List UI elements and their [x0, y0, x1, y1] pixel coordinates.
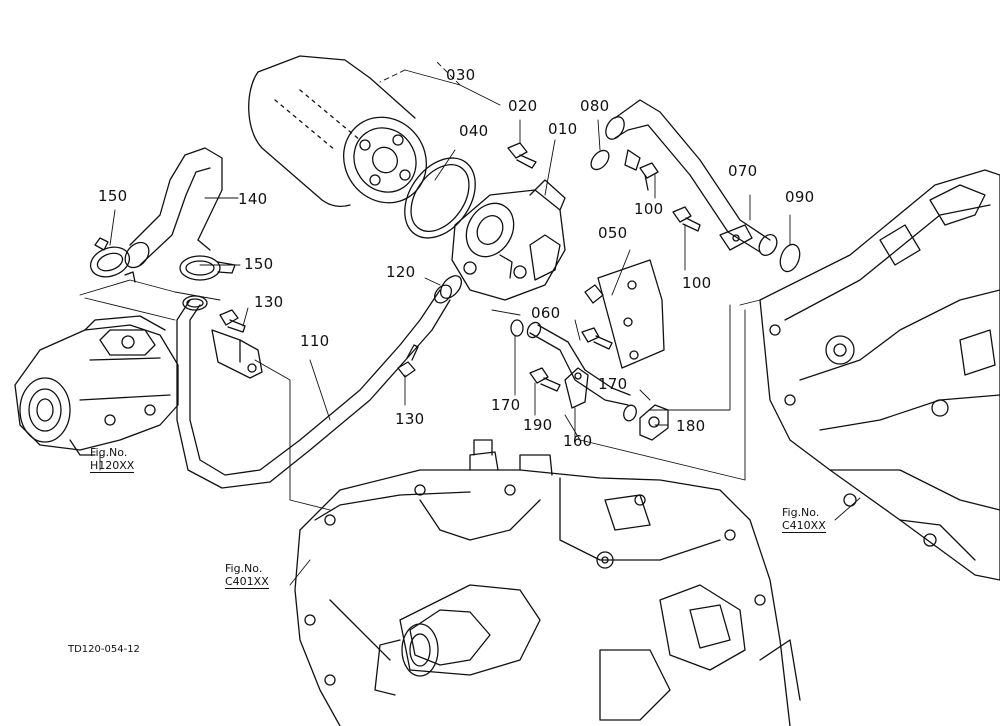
o-ring-120 — [439, 275, 463, 299]
figref-c410-code: C410XX — [782, 519, 826, 533]
oil-filter — [248, 55, 428, 207]
bolt-100-upper — [639, 162, 659, 191]
part-label-140[interactable]: 140 — [238, 190, 268, 208]
filter-gasket — [404, 157, 476, 239]
part-label-060[interactable]: 060 — [531, 304, 561, 322]
bolt-060 — [581, 327, 613, 350]
o-ring-080 — [590, 149, 610, 171]
hydraulic-pump — [14, 315, 179, 456]
mounting-plate — [584, 259, 665, 369]
part-label-010[interactable]: 010 — [548, 120, 578, 138]
leader-lines — [79, 59, 861, 586]
part-label-080[interactable]: 080 — [580, 97, 610, 115]
pipe-bracket — [211, 329, 263, 379]
part-label-180[interactable]: 180 — [676, 417, 706, 435]
figref-h120-label: Fig.No. — [90, 446, 128, 459]
figref-c410[interactable]: Fig.No. C410XX — [782, 506, 826, 533]
part-label-110[interactable]: 110 — [300, 332, 330, 350]
filter-head — [451, 179, 566, 301]
bolt-100-lower — [672, 206, 701, 232]
part-label-090[interactable]: 090 — [785, 188, 815, 206]
o-ring-090 — [779, 243, 801, 273]
oil-pipe-160 — [526, 321, 631, 409]
part-label-100-lower[interactable]: 100 — [682, 274, 712, 292]
part-label-050[interactable]: 050 — [598, 224, 628, 242]
document-id: TD120-054-12 — [68, 644, 140, 655]
o-ring-170-right — [623, 404, 637, 422]
part-label-150-right[interactable]: 150 — [244, 255, 274, 273]
oil-hose-140 — [124, 147, 223, 269]
figref-c401-code: C401XX — [225, 575, 269, 589]
flange-gasket-180 — [639, 404, 669, 441]
part-label-190[interactable]: 190 — [523, 416, 553, 434]
part-label-150-left[interactable]: 150 — [98, 187, 128, 205]
part-label-030[interactable]: 030 — [446, 66, 476, 84]
part-label-070[interactable]: 070 — [728, 162, 758, 180]
part-label-100-upper[interactable]: 100 — [634, 200, 664, 218]
part-label-170-right[interactable]: 170 — [598, 375, 628, 393]
o-ring-170-left — [510, 319, 524, 337]
hose-clamp-right — [179, 255, 236, 281]
oil-pipe-070 — [605, 99, 778, 256]
transmission-case-main — [294, 439, 801, 726]
part-label-020[interactable]: 020 — [508, 97, 538, 115]
figref-h120-code: H120XX — [90, 459, 135, 473]
hose-clamp-left — [89, 237, 136, 283]
part-label-130-lower[interactable]: 130 — [395, 410, 425, 428]
transmission-housing-right — [759, 169, 1000, 581]
figref-c410-label: Fig.No. — [782, 506, 820, 519]
oil-pipe-110 — [176, 284, 453, 489]
bolt-130-upper — [219, 309, 246, 333]
bolt-190 — [529, 367, 561, 392]
part-label-120[interactable]: 120 — [386, 263, 416, 281]
figref-c401-label: Fig.No. — [225, 562, 263, 575]
part-label-130-upper[interactable]: 130 — [254, 293, 284, 311]
figref-h120[interactable]: Fig.No. H120XX — [90, 446, 135, 473]
part-label-040[interactable]: 040 — [459, 122, 489, 140]
figref-c401[interactable]: Fig.No. C401XX — [225, 562, 269, 589]
bolt-020 — [507, 142, 537, 169]
bolt-130-lower — [397, 344, 419, 378]
part-label-160[interactable]: 160 — [563, 432, 593, 450]
part-label-170-left[interactable]: 170 — [491, 396, 521, 414]
